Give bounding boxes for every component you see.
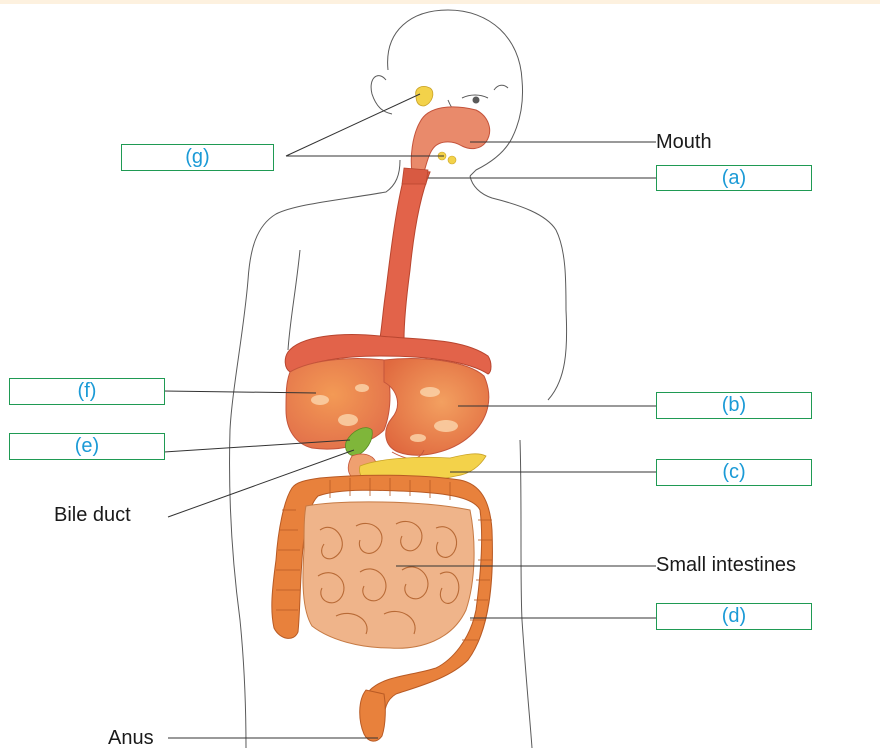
stomach xyxy=(384,359,489,456)
label-box-c[interactable]: (c) xyxy=(656,459,812,486)
rectum xyxy=(360,690,386,741)
submandibular-gland xyxy=(448,156,456,164)
label-box-a[interactable]: (a) xyxy=(656,165,812,191)
label-small-intestines: Small intestines xyxy=(656,554,796,576)
liver xyxy=(286,359,390,450)
oesophagus xyxy=(380,170,430,340)
label-box-e[interactable]: (e) xyxy=(9,433,165,460)
small-intestines xyxy=(303,502,474,648)
face-details xyxy=(462,85,508,103)
label-box-d[interactable]: (d) xyxy=(656,603,812,630)
label-anus: Anus xyxy=(108,727,154,749)
label-box-f[interactable]: (f) xyxy=(9,378,165,405)
trachea-ring xyxy=(402,168,428,184)
parotid-gland xyxy=(416,86,433,106)
label-bile-duct: Bile duct xyxy=(54,504,131,526)
label-mouth: Mouth xyxy=(656,131,712,153)
label-box-b[interactable]: (b) xyxy=(656,392,812,419)
label-box-g[interactable]: (g) xyxy=(121,144,274,171)
